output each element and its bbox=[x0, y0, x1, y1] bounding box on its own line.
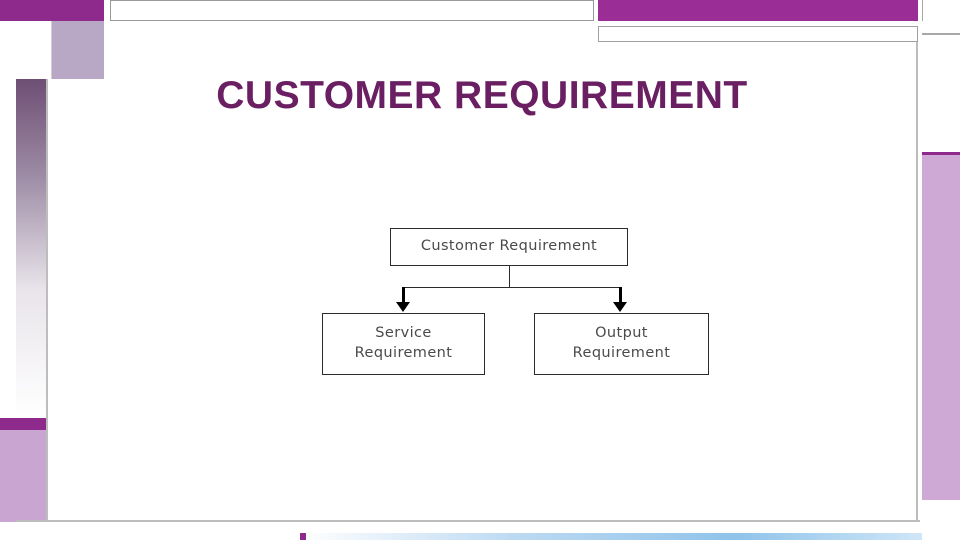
decor-top-far-right-box bbox=[922, 0, 960, 21]
decor-top-right-bar bbox=[598, 0, 918, 21]
decor-left-purple-block bbox=[0, 418, 46, 430]
diagram-arrow-left-stem bbox=[402, 287, 405, 303]
diagram-node-customer-requirement: Customer Requirement bbox=[390, 228, 628, 266]
decor-left-separator bbox=[46, 79, 48, 522]
diagram-node-service-line2: Requirement bbox=[354, 345, 453, 361]
decor-left-square bbox=[52, 21, 104, 79]
decor-left-outline bbox=[0, 21, 52, 79]
diagram-arrow-right-stem bbox=[619, 287, 622, 303]
decor-bottom-blue-strip bbox=[300, 533, 922, 540]
diagram-node-service-line1: Service bbox=[375, 325, 432, 342]
diagram-node-output-line1: Output bbox=[595, 325, 648, 342]
decor-right-lavender-block bbox=[922, 155, 960, 500]
diagram-connector-vertical bbox=[509, 266, 510, 288]
decor-right-separator bbox=[916, 42, 918, 522]
decor-top-middle-frame bbox=[110, 0, 594, 21]
decor-right-top-line bbox=[922, 152, 960, 155]
decor-left-lavender-block bbox=[0, 430, 46, 522]
diagram-node-service-requirement: Service Requirement bbox=[322, 313, 485, 375]
diagram-node-root-label: Customer Requirement bbox=[420, 238, 598, 255]
decor-top-left-bar bbox=[0, 0, 104, 21]
diagram-arrow-left-head-icon bbox=[396, 302, 410, 312]
diagram-connector-horizontal bbox=[403, 287, 621, 288]
decor-left-gradient-strip bbox=[16, 79, 46, 418]
diagram-node-output-requirement: Output Requirement bbox=[534, 313, 709, 375]
decor-second-row-frame bbox=[598, 26, 918, 42]
diagram-arrow-right-head-icon bbox=[613, 302, 627, 312]
decor-bottom-blue-strip-cap bbox=[300, 533, 306, 540]
decor-second-row-right-line bbox=[922, 33, 960, 35]
decor-bottom-separator bbox=[16, 520, 920, 522]
requirement-tree-diagram: Customer Requirement Service Requirement… bbox=[310, 228, 710, 388]
page-title: CUSTOMER REQUIREMENT bbox=[216, 74, 748, 117]
diagram-node-output-line2: Requirement bbox=[572, 345, 671, 361]
